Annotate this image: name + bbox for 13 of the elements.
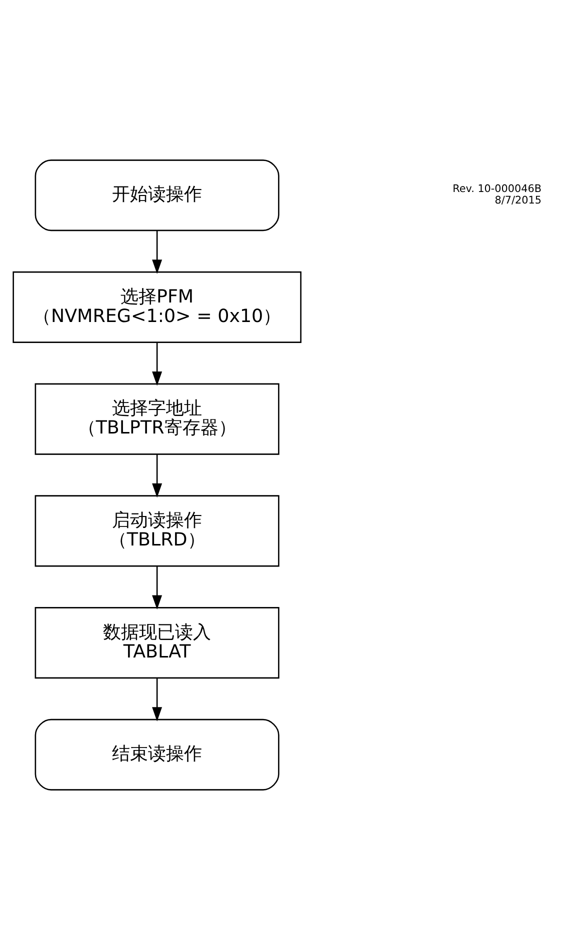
arrow [152,566,162,610]
node-box: 启动读操作 （TBLRD） [34,494,280,566]
node-box: 选择字地址 （TBLPTR寄存器） [34,382,280,454]
node-box: 结束读操作 [34,718,280,790]
arrow [152,230,162,274]
arrow [152,454,162,498]
label: 8/7/2015 [494,194,542,206]
arrow [152,678,162,721]
node-box: 选择PFM （NVMREG<1:0> = 0x10） [12,270,302,342]
label: Rev. 10-000046B [452,182,542,194]
node-box: 开始读操作 [34,159,280,231]
node-box: 数据现已读入 TABLAT [34,606,280,678]
arrow [152,342,162,386]
